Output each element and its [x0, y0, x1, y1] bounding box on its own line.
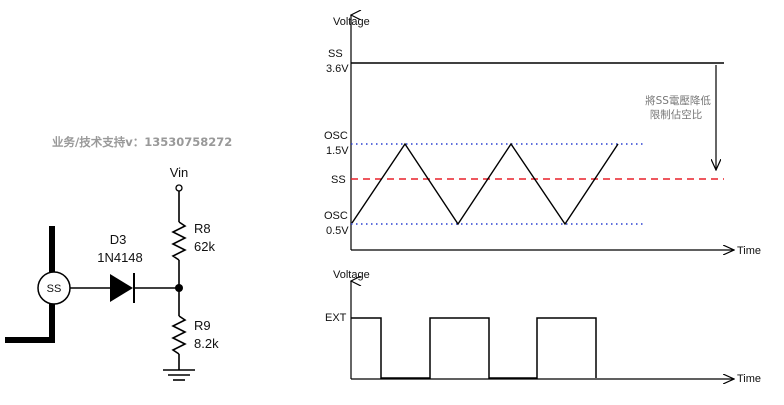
junction-node [175, 284, 183, 292]
ss-source-label: SS [47, 283, 62, 295]
r9-ref-label: R9 [194, 318, 211, 333]
ss-high-label-2: 3.6V [326, 63, 349, 75]
annotation-line-2: 限制佔空比 [650, 108, 703, 121]
bottom-y-axis-label: Voltage [333, 269, 370, 281]
diode-ref-label: D3 [110, 232, 127, 247]
top-y-axis-label: Voltage [333, 16, 370, 28]
osc-high-label-2: 1.5V [326, 145, 349, 157]
circuit-schematic: 业务/技术支持v：13530758272 SS D3 1N4148 Vin R8… [5, 135, 232, 381]
osc-low-label-2: 0.5V [326, 225, 349, 237]
bottom-timing-plot: Voltage Time EXT [325, 269, 761, 385]
annotation-line-1: 將SS電壓降低 [645, 94, 711, 107]
diode-d3 [110, 273, 135, 303]
thick-signal-wire [5, 226, 55, 343]
watermark-text: 业务/技术支持v：13530758272 [52, 135, 232, 149]
ground-symbol [163, 354, 195, 381]
top-timing-plot: Voltage Time SS 3.6V OSC 1.5V OSC 0.5V S… [324, 15, 761, 257]
ss-high-label-1: SS [328, 48, 343, 60]
vin-label: Vin [170, 165, 189, 180]
ext-level-label: EXT [325, 312, 347, 324]
resistor-r9 [171, 315, 187, 355]
r8-ref-label: R8 [194, 221, 211, 236]
ext-pwm-waveform [351, 317, 597, 379]
diode-part-label: 1N4148 [97, 250, 143, 265]
osc-triangle-waveform [351, 142, 619, 226]
r9-value-label: 8.2k [194, 336, 219, 351]
bottom-x-axis-label: Time [737, 373, 761, 385]
osc-high-label-1: OSC [324, 130, 348, 142]
r8-value-label: 62k [194, 239, 215, 254]
ss-mid-label: SS [331, 174, 346, 186]
top-x-axis-label: Time [737, 245, 761, 257]
vin-terminal [175, 184, 183, 192]
resistor-r8 [171, 221, 187, 261]
osc-low-label-1: OSC [324, 210, 348, 222]
